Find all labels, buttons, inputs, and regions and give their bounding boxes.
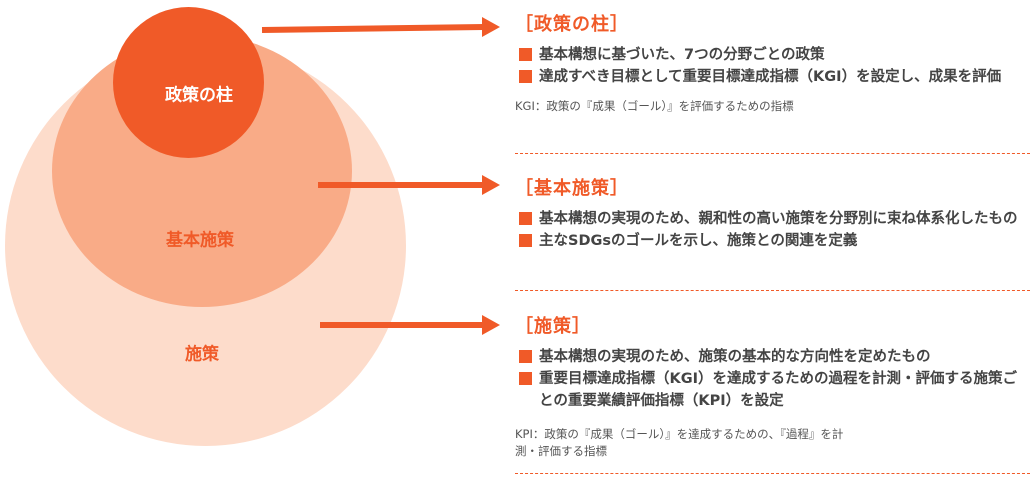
bullet-text: 基本構想に基づいた、7つの分野ごとの政策 <box>539 47 825 63</box>
divider <box>515 473 1030 474</box>
bullet: 基本構想の実現のため、親和性の高い施策を分野別に束ね体系化したもの <box>515 208 1030 230</box>
square-bullet-icon <box>519 350 532 363</box>
bullet-text: 重要目標達成指標（KGI）を達成するための過程を計測・評価する施策ごとの重要業績… <box>539 371 1018 409</box>
arrow-3 <box>320 315 500 335</box>
bullet: 達成すべき目標として重要目標達成指標（KGI）を設定し、成果を評価 <box>515 66 1030 88</box>
note-kgi: KGI：政策の『成果（ゴール）』を評価するための指標 <box>515 99 794 113</box>
label-shisaku: 施策 <box>185 344 219 365</box>
bullet: 基本構想に基づいた、7つの分野ごとの政策 <box>515 44 1030 66</box>
bullet-text: 基本構想の実現のため、施策の基本的な方向性を定めたもの <box>539 349 931 365</box>
section-seisaku-no-hashira: ［政策の柱］ 基本構想に基づいた、7つの分野ごとの政策 達成すべき目標として重要… <box>515 10 1030 115</box>
bullet: 重要目標達成指標（KGI）を達成するための過程を計測・評価する施策ごとの重要業績… <box>515 368 1030 412</box>
bullet-text: 基本構想の実現のため、親和性の高い施策を分野別に束ね体系化したもの <box>539 211 1018 227</box>
square-bullet-icon <box>519 70 532 83</box>
arrow-1 <box>261 17 500 37</box>
square-bullet-icon <box>519 234 532 247</box>
section-kihon-shisaku: ［基本施策］ 基本構想の実現のため、親和性の高い施策を分野別に束ね体系化したもの… <box>515 174 1030 252</box>
section-title: ［基本施策］ <box>515 178 629 199</box>
square-bullet-icon <box>519 48 532 61</box>
section-title: ［施策］ <box>515 316 591 337</box>
divider <box>515 290 1030 291</box>
inner-circle-seisaku-no-hashira <box>113 7 264 158</box>
square-bullet-icon <box>519 212 532 225</box>
label-seisaku-no-hashira: 政策の柱 <box>165 85 233 106</box>
bullet-text: 主なSDGsのゴールを示し、施策との関連を定義 <box>539 233 858 249</box>
bullet: 主なSDGsのゴールを示し、施策との関連を定義 <box>515 230 1030 252</box>
arrow-2 <box>318 175 500 195</box>
label-kihon-shisaku: 基本施策 <box>166 230 234 251</box>
divider <box>515 153 1030 154</box>
section-shisaku: ［施策］ 基本構想の実現のため、施策の基本的な方向性を定めたもの 重要目標達成指… <box>515 312 1030 460</box>
bullet: 基本構想の実現のため、施策の基本的な方向性を定めたもの <box>515 346 1030 368</box>
note-kpi: KPI：政策の『成果（ゴール）』を達成するための、『過程』を計測・評価する指標 <box>515 427 844 458</box>
section-title: ［政策の柱］ <box>515 14 629 35</box>
square-bullet-icon <box>519 372 532 385</box>
bullet-text: 達成すべき目標として重要目標達成指標（KGI）を設定し、成果を評価 <box>539 69 1002 85</box>
